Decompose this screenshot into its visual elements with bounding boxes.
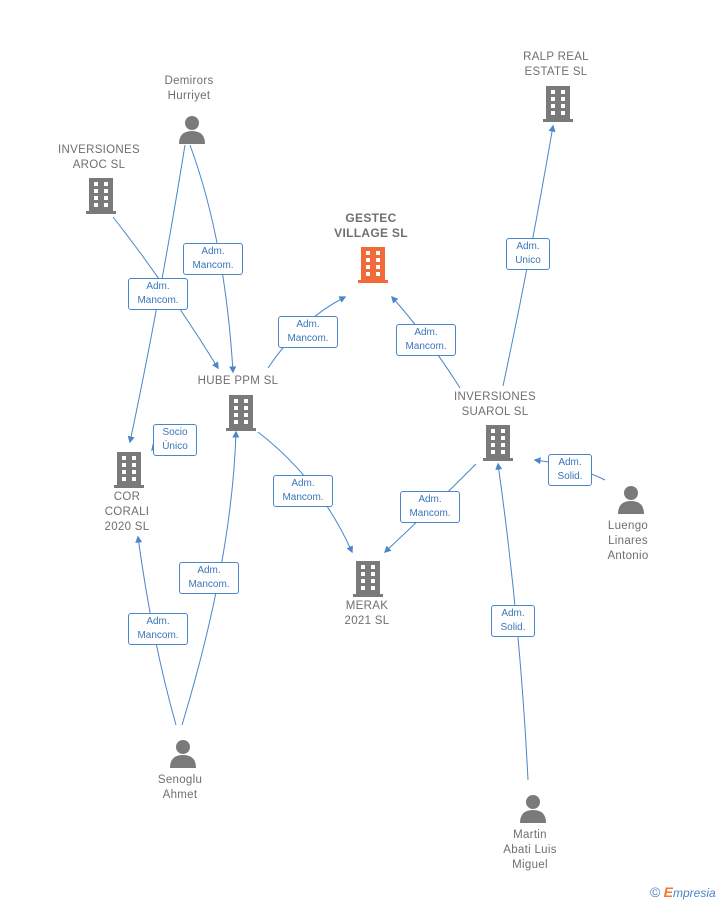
- relation-badge-hube-merak[interactable]: Adm. Mancom.: [273, 475, 333, 507]
- node-label-merak: MERAK 2021 SL: [344, 600, 390, 627]
- node-label-ralp: RALP REAL ESTATE SL: [523, 51, 589, 78]
- node-label-aroc: INVERSIONES AROC SL: [58, 144, 140, 171]
- person-icon-martin[interactable]: [518, 793, 548, 823]
- building-icon-suarol[interactable]: [483, 425, 513, 461]
- relation-badge-luengo-suarol[interactable]: Adm. Solid.: [548, 454, 592, 486]
- relation-badge-martin-suarol[interactable]: Adm. Solid.: [491, 605, 535, 637]
- relation-badge-cor-socio[interactable]: Socio Único: [153, 424, 197, 456]
- empresia-logo: © Empresia: [650, 884, 716, 900]
- person-icon-senoglu[interactable]: [168, 738, 198, 768]
- building-icon-cor[interactable]: [114, 452, 144, 488]
- person-icon-luengo[interactable]: [616, 484, 646, 514]
- relation-badge-senoglu-hube[interactable]: Adm. Mancom.: [179, 562, 239, 594]
- relation-badge-demirors-cor[interactable]: Adm. Mancom.: [128, 278, 188, 310]
- relation-badge-suarol-ralp[interactable]: Adm. Unico: [506, 238, 550, 270]
- node-label-luengo: Luengo Linares Antonio: [607, 520, 649, 562]
- building-icon-hube[interactable]: [226, 395, 256, 431]
- relation-badge-suarol-gestec[interactable]: Adm. Mancom.: [396, 324, 456, 356]
- node-label-martin: Martin Abati Luis Miguel: [503, 829, 557, 871]
- relation-badge-senoglu-cor[interactable]: Adm. Mancom.: [128, 613, 188, 645]
- node-label-demirors: Demirors Hurriyet: [164, 75, 214, 102]
- node-label-cor: COR CORALI 2020 SL: [104, 491, 150, 533]
- building-icon-ralp[interactable]: [543, 86, 573, 122]
- brand-initial: E: [663, 884, 674, 900]
- relation-badge-hube-gestec[interactable]: Adm. Mancom.: [278, 316, 338, 348]
- relation-badge-suarol-merak[interactable]: Adm. Mancom.: [400, 491, 460, 523]
- node-label-senoglu: Senoglu Ahmet: [157, 774, 203, 801]
- copyright-symbol: ©: [650, 884, 661, 900]
- person-icon-demirors[interactable]: [177, 114, 207, 144]
- brand-name-rest: mpresia: [673, 886, 716, 900]
- relation-badge-demirors-hube[interactable]: Adm. Mancom.: [183, 243, 243, 275]
- building-icon-main[interactable]: [358, 247, 388, 283]
- building-icon-merak[interactable]: [353, 561, 383, 597]
- node-label-gestec: GESTEC VILLAGE SL: [334, 211, 408, 240]
- node-label-suarol: INVERSIONES SUAROL SL: [454, 391, 536, 418]
- building-icon-aroc[interactable]: [86, 178, 116, 214]
- node-label-hube: HUBE PPM SL: [197, 375, 279, 387]
